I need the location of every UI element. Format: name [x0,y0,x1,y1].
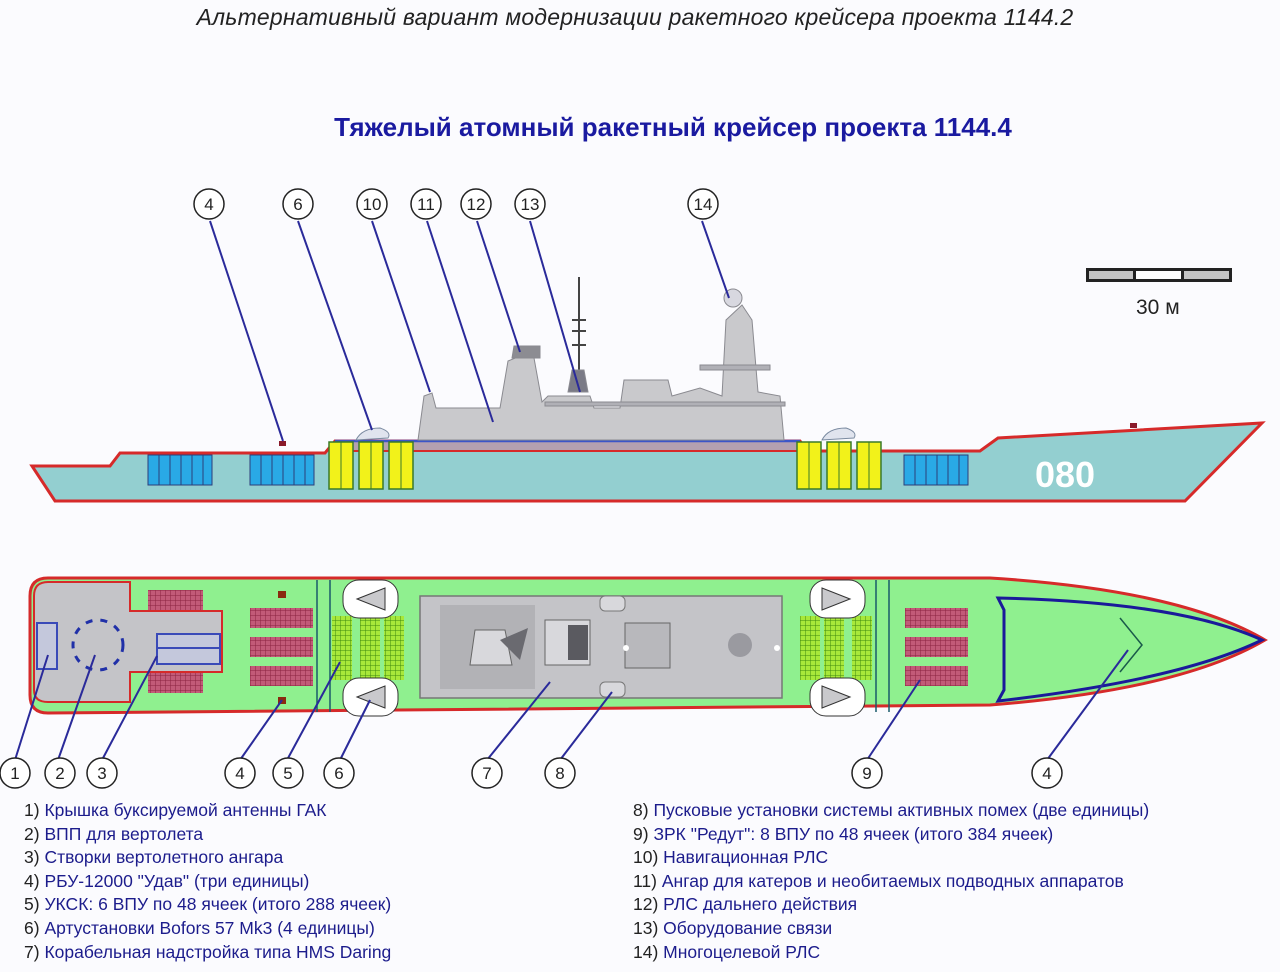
towed-antenna-cover [36,622,58,670]
svg-text:5: 5 [283,764,292,783]
legend-item-4: 4) РБУ-12000 "Удав" (три единицы) [24,870,310,891]
svg-text:1: 1 [10,764,19,783]
svg-text:10: 10 [363,195,382,214]
callout-top-5: 5 [272,757,304,789]
legend-item-9: 9) ЗРК "Редут": 8 ВПУ по 48 ячеек (итого… [633,823,1054,844]
callout-side-4: 4 [193,188,225,220]
callout-side-11: 11 [410,188,442,220]
scale-label: 30 м [1136,296,1180,319]
callout-top-8: 8 [544,757,576,789]
hull-number: 080 [1035,454,1095,495]
bow-breakwater [1119,617,1143,673]
callout-side-10: 10 [356,188,388,220]
diagram-subtitle: Альтернативный вариант модернизации раке… [196,4,1074,30]
helipad-circle [71,618,125,672]
radar-dome [723,288,743,308]
callout-top-4-bow: 4 [1031,757,1063,789]
side-blue-dividers [158,455,960,485]
callout-side-6: 6 [282,188,314,220]
side-gun-turret-aft [355,427,390,441]
callout-side-13: 13 [514,188,546,220]
legend-right: 8) Пусковые установки системы активных п… [633,799,1149,964]
svg-text:9: 9 [862,764,871,783]
svg-text:4: 4 [204,195,213,214]
callout-top-9: 9 [851,757,883,789]
main-deck-band [335,441,800,451]
legend-item-13: 13) Оборудование связи [633,917,833,938]
side-view: 080 [29,277,1266,503]
gun-mount-fwd-port [809,579,866,619]
svg-text:2: 2 [55,764,64,783]
side-leader-lines [209,220,730,442]
legend-item-1: 1) Крышка буксируемой антенны ГАК [24,800,327,820]
top-callouts: 1 2 3 4 5 6 7 8 9 4 [0,757,1063,789]
bow-deck [995,596,1266,703]
top-superstructure [419,595,783,699]
top-redut-cells [148,590,968,693]
svg-text:8: 8 [555,764,564,783]
legend-item-3: 3) Створки вертолетного ангара [24,847,284,868]
top-uksk-cells [332,616,872,680]
callout-top-1: 1 [0,757,31,789]
legend-item-8: 8) Пусковые установки системы активных п… [633,800,1150,820]
svg-text:6: 6 [334,764,343,783]
svg-text:3: 3 [97,764,106,783]
callout-side-12: 12 [460,188,492,220]
callout-top-6: 6 [323,757,355,789]
legend-item-11: 11) Ангар для катеров и необитаемых подв… [633,870,1124,891]
legend-item-10: 10) Навигационная РЛС [633,847,829,868]
callout-top-4: 4 [224,757,256,789]
callout-top-3: 3 [86,757,118,789]
gun-mount-aft-port [342,579,399,619]
callout-top-2: 2 [44,757,76,789]
scale-bar [1086,268,1232,282]
side-rbu-aft [279,441,286,446]
svg-text:11: 11 [417,195,435,214]
svg-text:13: 13 [521,195,540,214]
top-gun-mounts [342,579,866,717]
legend-left: 1) Крышка буксируемой антенны ГАК 2) ВПП… [24,799,391,964]
callout-side-14: 14 [687,188,719,220]
svg-text:12: 12 [467,195,486,214]
side-gun-turret-fwd [821,427,856,441]
gun-mount-aft-stbd [342,677,399,717]
side-callouts: 4 6 10 11 12 13 14 [193,188,719,220]
legend-item-6: 6) Артустановки Bofors 57 Mk3 (4 единицы… [24,917,375,938]
legend-item-14: 14) Многоцелевой РЛС [633,941,821,962]
top-view [28,576,1268,717]
legend-item-2: 2) ВПП для вертолета [24,823,204,844]
svg-text:4: 4 [1042,764,1051,783]
legend-item-12: 12) РЛС дальнего действия [633,894,858,915]
legend-item-7: 7) Корабельная надстройка типа HMS Darin… [24,941,392,962]
svg-text:14: 14 [694,195,713,214]
svg-text:7: 7 [482,764,491,783]
legend-item-5: 5) УКСК: 6 ВПУ по 48 ячеек (итого 288 яч… [24,894,392,915]
svg-text:6: 6 [293,195,302,214]
top-leader-lines [14,649,1129,761]
diagram-title: Тяжелый атомный ракетный крейсер проекта… [334,112,1012,142]
side-rbu-fwd [1130,423,1137,428]
callout-top-7: 7 [471,757,503,789]
gun-mount-fwd-stbd [809,677,866,717]
top-rbu-1 [278,591,286,598]
svg-text:4: 4 [235,764,244,783]
